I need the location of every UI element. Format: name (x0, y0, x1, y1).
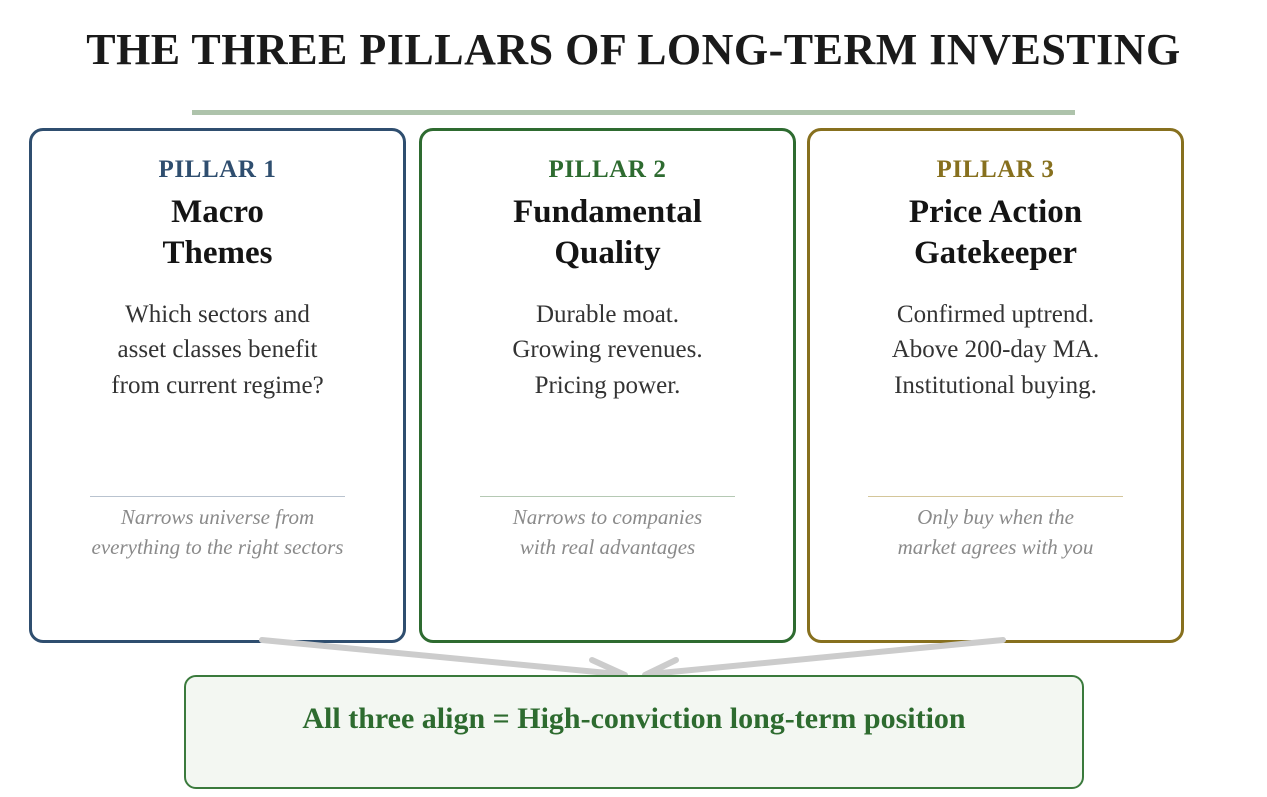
pillar-card-2[interactable]: PILLAR 2 Fundamental Quality Durable moa… (419, 128, 796, 643)
pillar-card-1-footnote-rule (90, 496, 345, 497)
pillar-card-2-title: Fundamental Quality (422, 192, 793, 275)
pillar-card-1-body-line-2: asset classes benefit (117, 336, 318, 364)
pillar-card-2-title-line-1: Fundamental (513, 193, 702, 230)
arrow-right-shaft (647, 637, 1006, 677)
title-divider-rule (192, 110, 1075, 115)
pillar-card-3-title-line-2: Gatekeeper (913, 235, 1078, 272)
pillar-card-1-footnote: Narrows universe from everything to the … (32, 503, 403, 563)
pillar-card-2-body-line-3: Pricing power. (534, 371, 681, 399)
pillar-card-2-footnote-line-1: Narrows to companies (512, 505, 703, 529)
conclusion-text: All three align = High-conviction long-t… (302, 702, 966, 735)
pillar-card-1-footnote-line-1: Narrows universe from (120, 505, 315, 529)
pillar-card-3-label: PILLAR 3 (936, 156, 1055, 183)
pillar-card-3-body-line-1: Confirmed uptrend. (896, 300, 1095, 328)
pillar-card-2-footnote-section: Narrows to companies with real advantage… (422, 496, 793, 563)
pillar-card-2-body-line-2: Growing revenues. (512, 336, 703, 364)
pillar-card-3-body-line-3: Institutional buying. (894, 371, 1097, 399)
pillar-card-3-footnote-rule (868, 496, 1123, 497)
pillar-card-1[interactable]: PILLAR 1 Macro Themes Which sectors and … (29, 128, 406, 643)
pillar-card-1-title-line-2: Themes (162, 235, 273, 272)
pillar-card-2-footnote-line-2: with real advantages (519, 534, 696, 559)
pillar-card-2-footnote-rule (480, 496, 735, 497)
pillar-card-2-label: PILLAR 2 (548, 156, 667, 183)
pillar-card-2-footnote: Narrows to companies with real advantage… (422, 503, 793, 563)
pillar-card-1-footnote-line-2: everything to the right sectors (91, 534, 344, 559)
pillar-card-3[interactable]: PILLAR 3 Price Action Gatekeeper Confirm… (807, 128, 1184, 643)
pillar-card-2-body: Durable moat. Growing revenues. Pricing … (422, 297, 793, 404)
pillar-card-3-footnote-section: Only buy when the market agrees with you (810, 496, 1181, 563)
pillar-card-1-title-line-1: Macro (171, 193, 264, 230)
pillar-card-1-label: PILLAR 1 (158, 156, 277, 183)
pillar-card-1-body-line-3: from current regime? (111, 371, 324, 399)
pillar-card-3-footnote-line-2: market agrees with you (897, 534, 1094, 559)
pillar-card-3-body-line-2: Above 200-day MA. (891, 336, 1100, 364)
pillar-card-3-title: Price Action Gatekeeper (810, 192, 1181, 275)
pillar-card-3-footnote-line-1: Only buy when the (917, 505, 1074, 529)
pillar-card-3-footnote: Only buy when the market agrees with you (810, 503, 1181, 563)
pillar-card-1-title: Macro Themes (32, 192, 403, 275)
pillar-card-1-body: Which sectors and asset classes benefit … (32, 297, 403, 404)
conclusion-box[interactable]: All three align = High-conviction long-t… (184, 675, 1084, 789)
pillar-card-3-title-line-1: Price Action (908, 193, 1083, 230)
pillar-card-2-body-line-1: Durable moat. (535, 300, 679, 328)
pillar-card-3-body: Confirmed uptrend. Above 200-day MA. Ins… (810, 297, 1181, 404)
pillar-card-2-title-line-2: Quality (554, 235, 661, 272)
page-title: THE THREE PILLARS OF LONG-TERM INVESTING (86, 25, 1181, 74)
pillar-card-1-body-line-1: Which sectors and (125, 300, 310, 328)
arrow-left-shaft (259, 637, 621, 677)
pillar-card-1-footnote-section: Narrows universe from everything to the … (32, 496, 403, 563)
